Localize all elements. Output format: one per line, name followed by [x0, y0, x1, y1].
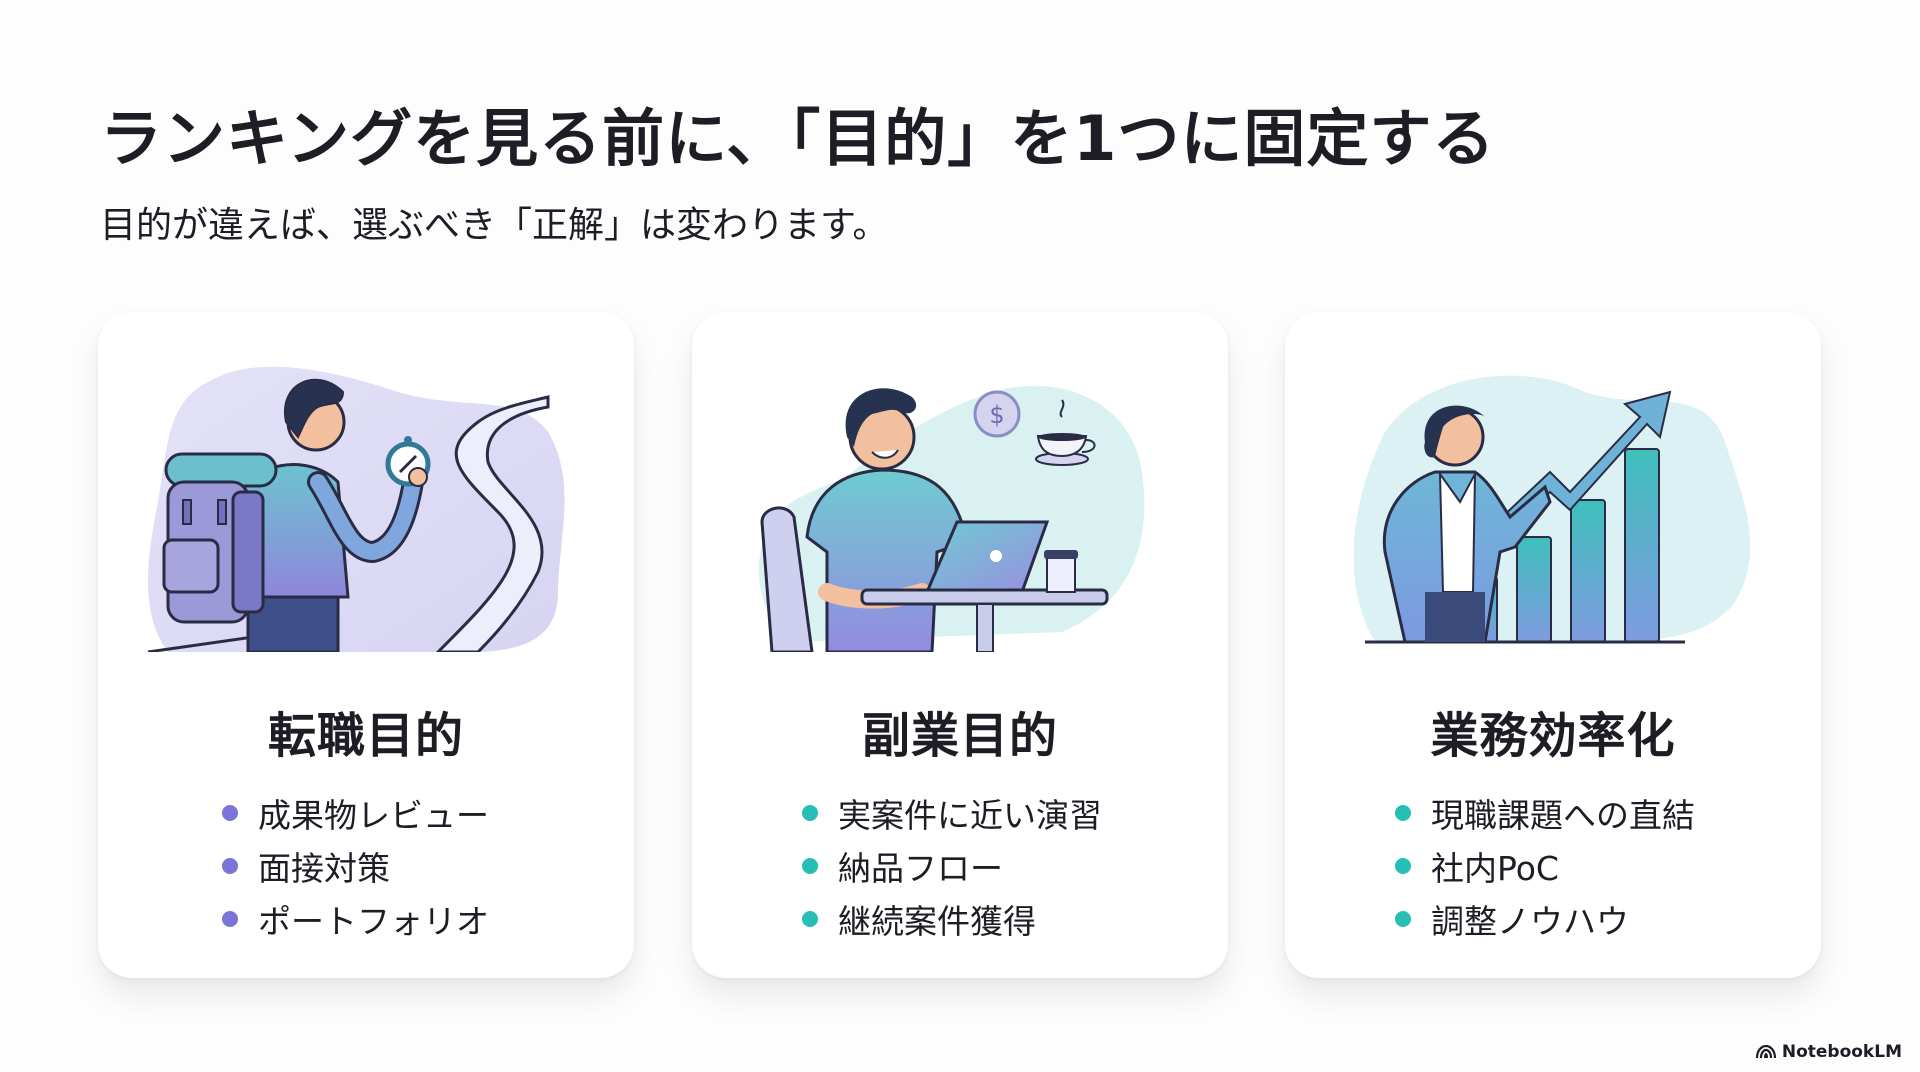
- bullet-dot-icon: [802, 857, 818, 874]
- list-item: ポートフォリオ: [222, 892, 489, 945]
- list-item: 納品フロー: [802, 839, 1102, 892]
- brand-label: NotebookLM: [1781, 1042, 1902, 1062]
- list-item: 現職課題への直結: [1395, 786, 1695, 839]
- svg-text:$: $: [989, 401, 1004, 429]
- list-item: 面接対策: [222, 839, 489, 892]
- card-title: 副業目的: [861, 708, 1058, 764]
- list-item: 継続案件獲得: [802, 892, 1102, 945]
- bullet-dot-icon: [222, 910, 238, 927]
- notebooklm-logo-icon: [1755, 1045, 1776, 1059]
- bullet-dot-icon: [802, 804, 818, 821]
- bullet-dot-icon: [1395, 857, 1411, 874]
- bullet-list: 成果物レビュー 面接対策 ポートフォリオ: [222, 786, 489, 945]
- bullet-dot-icon: [1395, 804, 1411, 821]
- card-side-job: $ 副業目的 実案件に近い演習 納品フロー 継続案件獲得: [692, 312, 1228, 978]
- list-item: 実案件に近い演習: [802, 786, 1102, 839]
- list-item: 調整ノウハウ: [1395, 892, 1695, 945]
- page-subtitle: 目的が違えば、選ぶべき「正解」は変わります。: [100, 205, 889, 246]
- bullet-dot-icon: [802, 910, 818, 927]
- card-title: 転職目的: [267, 708, 464, 764]
- freelancer-laptop-icon: $: [732, 352, 1188, 652]
- bullet-dot-icon: [1395, 910, 1411, 927]
- list-item: 成果物レビュー: [222, 786, 489, 839]
- card-title: 業務効率化: [1430, 708, 1676, 764]
- list-item: 社内PoC: [1395, 839, 1695, 892]
- card-career-change: 転職目的 成果物レビュー 面接対策 ポートフォリオ: [98, 312, 634, 978]
- hiker-with-compass-icon: [138, 352, 594, 652]
- page-title: ランキングを見る前に、「目的」を1つに固定する: [100, 102, 1496, 175]
- growth-chart-presenter-icon: [1325, 352, 1781, 652]
- card-work-efficiency: 業務効率化 現職課題への直結 社内PoC 調整ノウハウ: [1285, 312, 1821, 978]
- brand-watermark: NotebookLM: [1755, 1042, 1902, 1062]
- bullet-dot-icon: [222, 857, 238, 874]
- bullet-list: 実案件に近い演習 納品フロー 継続案件獲得: [802, 786, 1102, 945]
- bullet-dot-icon: [222, 804, 238, 821]
- bullet-list: 現職課題への直結 社内PoC 調整ノウハウ: [1395, 786, 1695, 945]
